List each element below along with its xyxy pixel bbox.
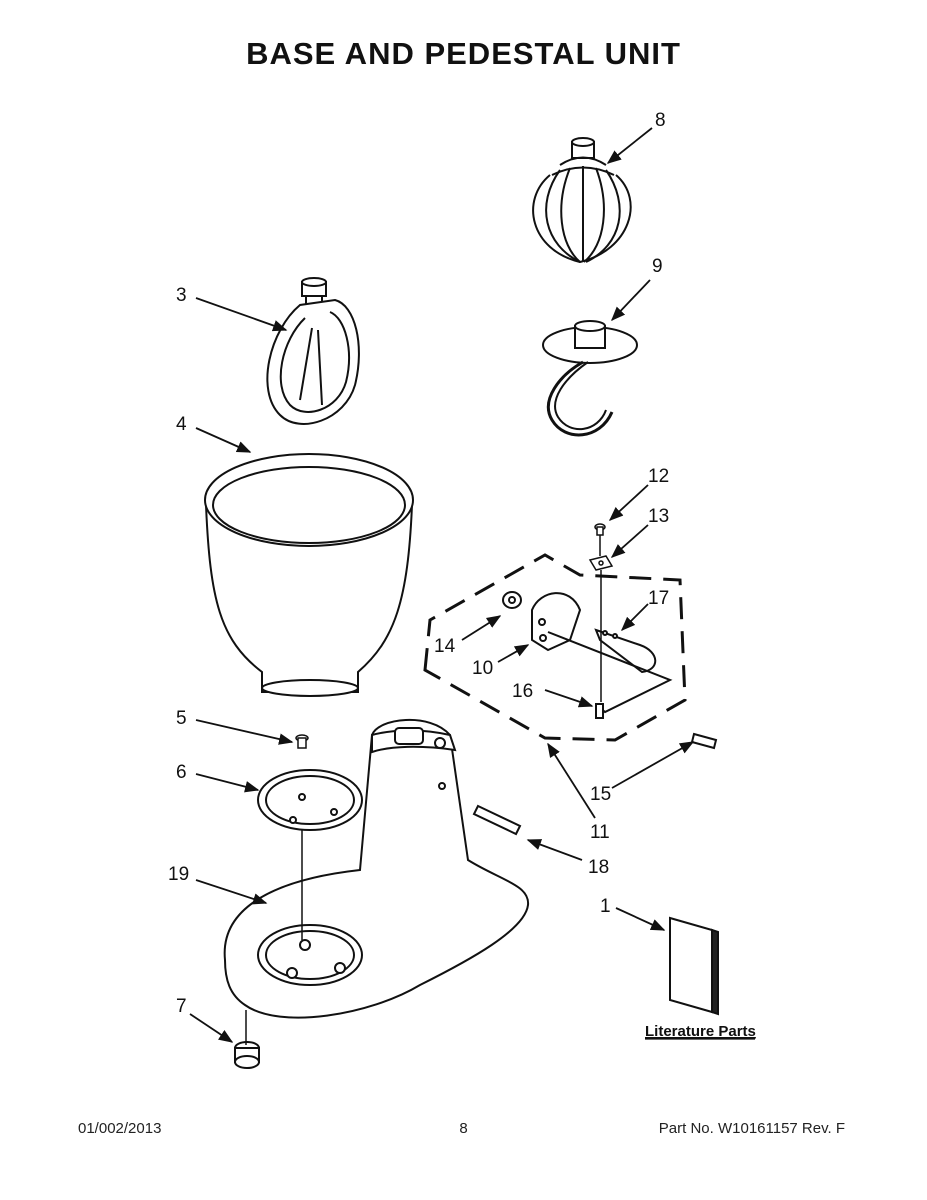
footer-date: 01/002/2013: [78, 1120, 162, 1137]
callout-5: 5: [176, 708, 187, 729]
dough-hook: [542, 320, 638, 437]
screw-12: [594, 523, 606, 536]
flat-beater: [266, 277, 360, 425]
mixing-bowl: [204, 453, 414, 697]
pedestal-base: [223, 718, 530, 1019]
callout-3: 3: [176, 285, 187, 306]
hinge-pin: [472, 804, 522, 836]
callout-7: 7: [176, 996, 187, 1017]
hinge-assembly-outline: [423, 553, 687, 742]
literature-parts-label: Literature Parts: [645, 1023, 756, 1040]
footer-page-number: 8: [459, 1120, 468, 1137]
callout-8: 8: [655, 110, 666, 131]
base-plate: [257, 769, 363, 831]
callout-18: 18: [588, 857, 609, 878]
callout-11: 11: [590, 822, 610, 843]
washer-14: [502, 591, 522, 609]
hinge-bracket: [531, 592, 582, 652]
callout-13: 13: [648, 506, 669, 527]
callout-12: 12: [648, 466, 669, 487]
callout-1: 1: [600, 896, 611, 917]
callout-19: 19: [168, 864, 189, 885]
callout-4: 4: [176, 414, 187, 435]
callout-9: 9: [652, 256, 663, 277]
pivot-pin: [690, 732, 718, 750]
callout-10: 10: [472, 658, 493, 679]
wire-whip: [532, 137, 632, 264]
lock-lever: [594, 628, 657, 674]
page-title: BASE AND PEDESTAL UNIT: [246, 36, 681, 71]
rubber-foot: [234, 1041, 260, 1069]
lock-rod: [547, 631, 673, 719]
callout-17: 17: [648, 588, 669, 609]
leader-arrows: [189, 127, 695, 1043]
callout-14: 14: [434, 636, 456, 657]
callout-6: 6: [176, 762, 187, 783]
footer-part-info: Part No. W10161157 Rev. F: [658, 1120, 845, 1137]
alignment-lines: [245, 535, 602, 1045]
literature-booklet: [669, 916, 719, 1016]
washer-13: [588, 555, 614, 571]
callout-16: 16: [512, 681, 533, 702]
screw-5: [295, 734, 309, 749]
callout-15: 15: [590, 784, 611, 805]
